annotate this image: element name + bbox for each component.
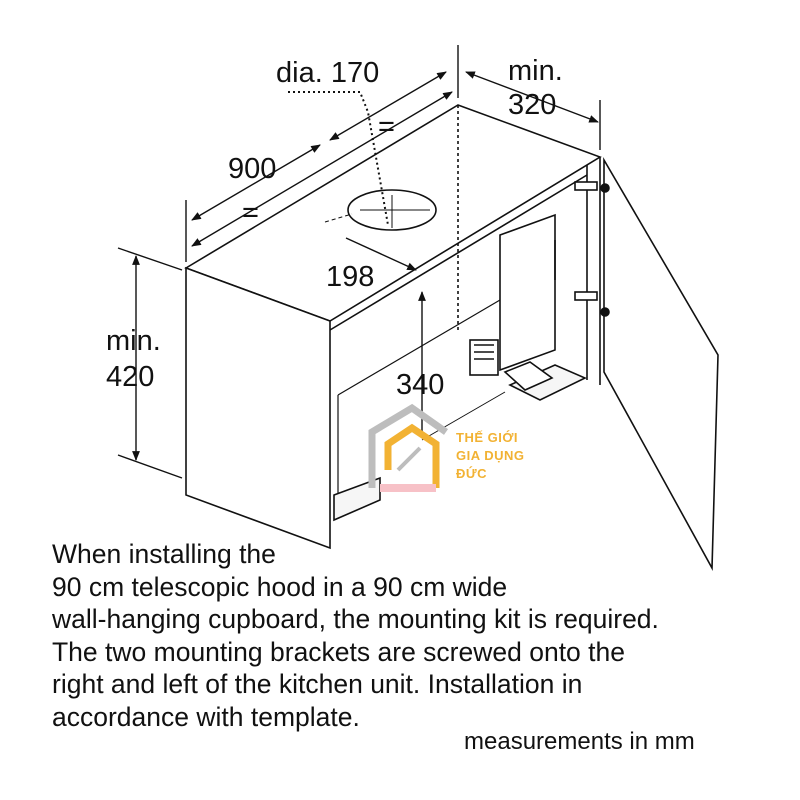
depth-value-label: 320 — [508, 89, 556, 121]
dimension-lines — [117, 45, 601, 479]
note-line-3: wall-hanging cupboard, the mounting kit … — [52, 604, 659, 634]
note-line-6: accordance with template. — [52, 701, 360, 732]
logo-text-line1: THẾ GIỚI — [456, 430, 518, 445]
note-line-4: The two mounting brackets are screwed on… — [52, 636, 625, 667]
width-label: 900 — [228, 153, 276, 185]
units-note: measurements in mm — [464, 728, 695, 755]
depth-min-label: min. — [508, 55, 563, 87]
dia-label: dia. 170 — [276, 57, 379, 89]
note-line-5: right and left of the kitchen unit. Inst… — [52, 669, 583, 699]
hole-offset-label: 198 — [326, 261, 374, 293]
equal-sign-left: = — [242, 197, 259, 229]
note-line-2: 90 cm telescopic hood in a 90 cm wide — [52, 571, 508, 602]
equal-sign-right: = — [378, 111, 395, 143]
cabinet-door — [603, 157, 719, 571]
logo-text-line3: ĐỨC — [456, 466, 487, 481]
height-min-label: min. — [106, 325, 161, 357]
depth-dimension-line — [465, 71, 599, 123]
cabinet — [184, 104, 719, 571]
duct-hole — [324, 189, 437, 231]
inner-depth-label: 340 — [396, 369, 444, 401]
logo-text-line2: GIA DỤNG — [456, 448, 525, 463]
right-mounting-bracket — [499, 213, 556, 372]
cabinet-left-side — [185, 266, 331, 550]
watermark-logo: THẾ GIỚI GIA DỤNG ĐỨC — [368, 403, 525, 492]
installation-note: When installing the 90 cm telescopic hoo… — [52, 538, 772, 733]
height-value-label: 420 — [106, 361, 154, 393]
hole-offset-dimension-line — [345, 237, 417, 271]
note-line-1: When installing the — [52, 539, 276, 569]
